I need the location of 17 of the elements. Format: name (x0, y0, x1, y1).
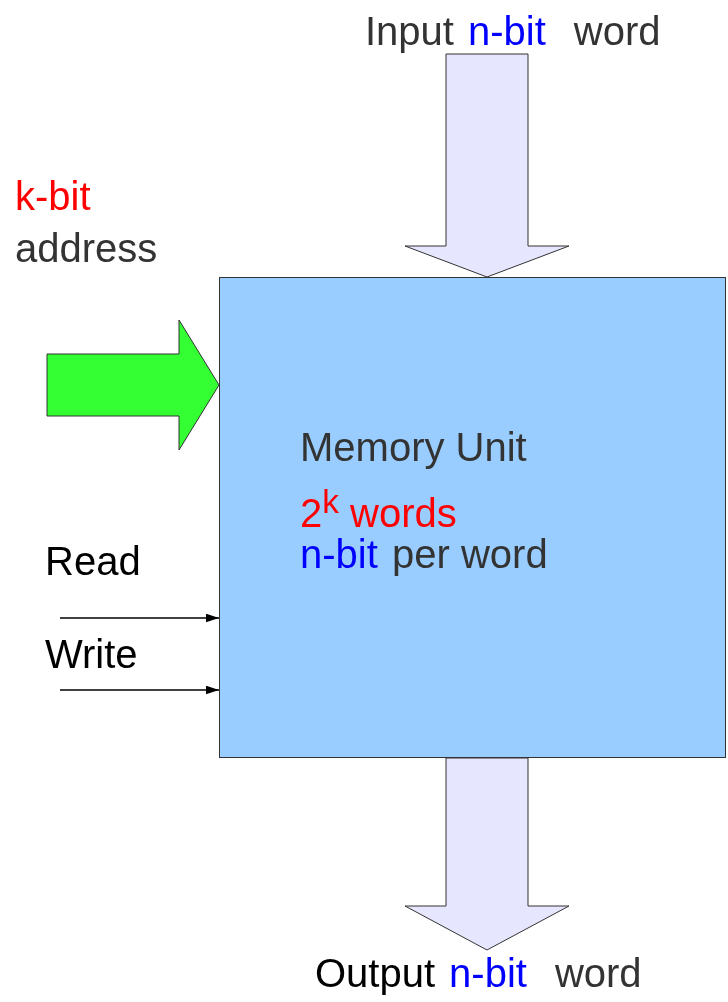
block-arrow (46, 319, 220, 451)
signal-arrow (59, 613, 220, 623)
bit-width: n-bit (467, 8, 546, 54)
port-label: word (554, 950, 642, 996)
memory-unit-box (219, 277, 726, 758)
bit-width: k-bit (15, 173, 91, 219)
port-label: address (15, 225, 158, 271)
port-label: Input (365, 8, 454, 54)
signal-label: Read (45, 538, 141, 584)
signal-label: Write (45, 631, 138, 677)
block-title: Memory Unit (300, 424, 527, 470)
signal-arrow (59, 685, 220, 695)
block-arrow (404, 53, 570, 278)
port-label: Output (315, 950, 436, 996)
bit-width: n-bit (449, 950, 527, 996)
port-label: word (573, 8, 661, 54)
block-arrow (404, 757, 570, 951)
